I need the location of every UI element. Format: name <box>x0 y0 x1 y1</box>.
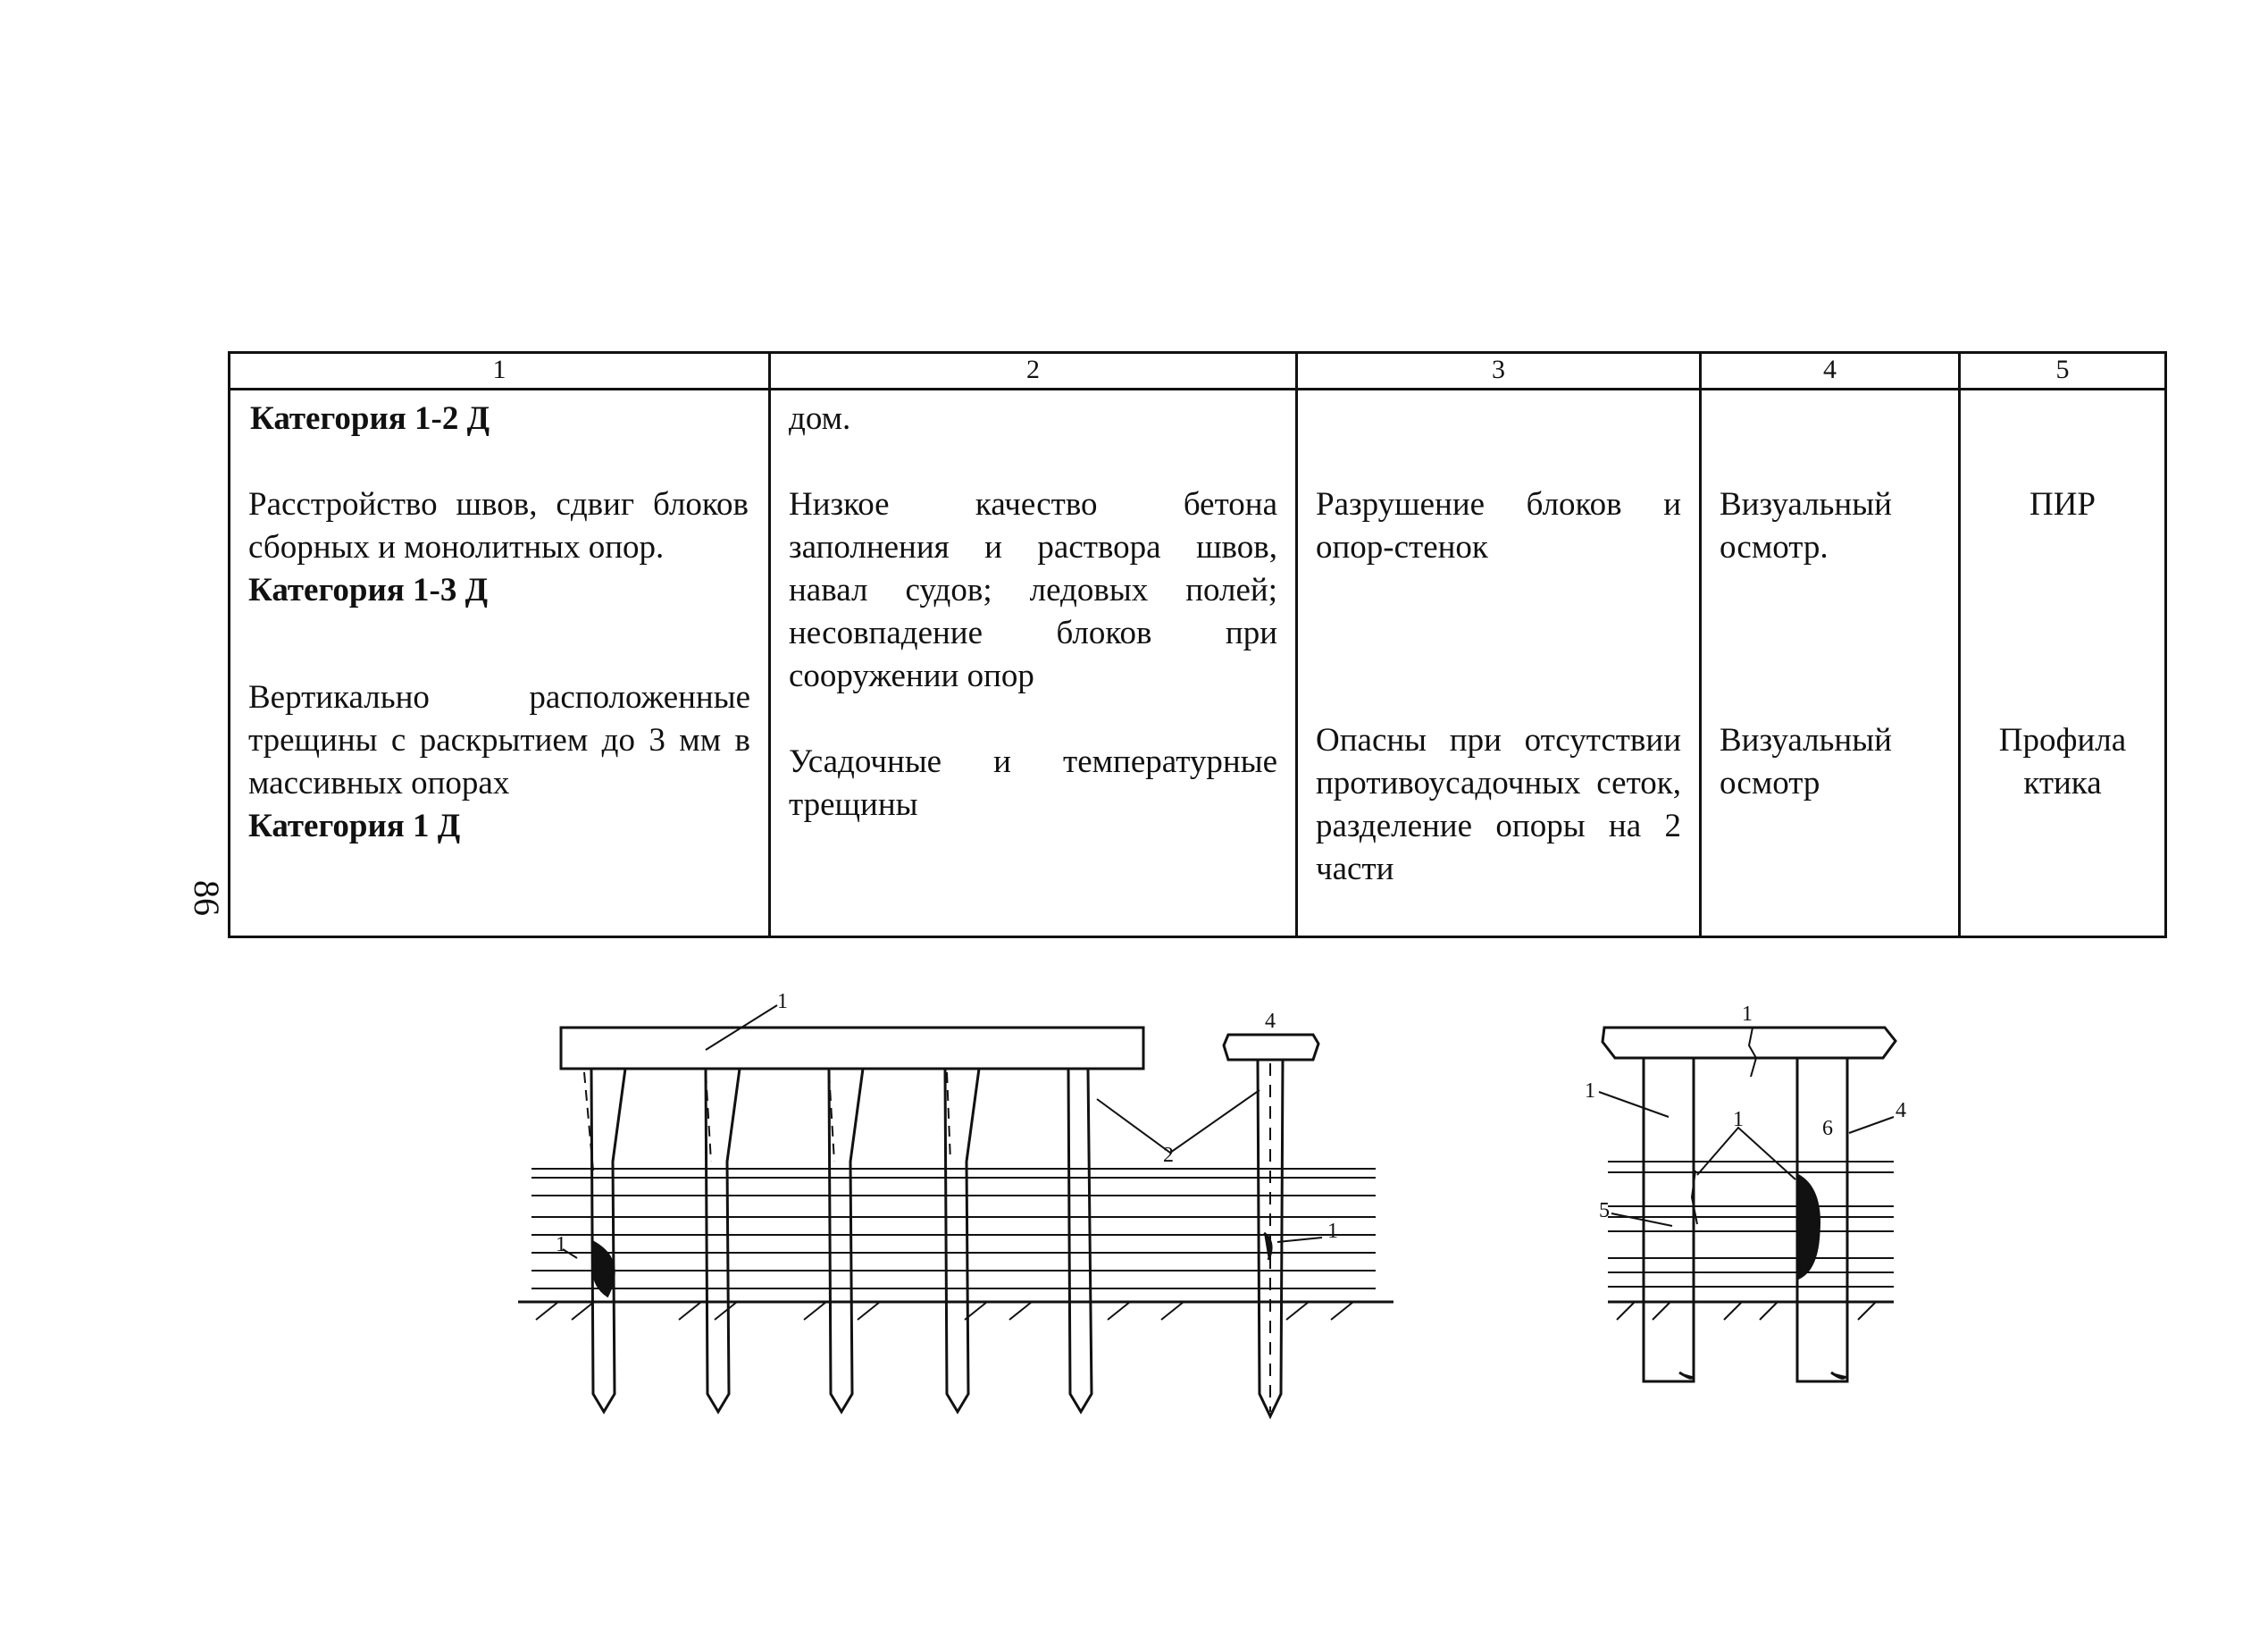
column-header-1: 1 <box>228 351 771 390</box>
cause-description: Усадочные и температурные трещины <box>789 743 1277 823</box>
category-label: Категория 1-2 Д <box>250 400 490 437</box>
callout-label: 1 <box>777 990 788 1013</box>
defects-table: 1 2 3 4 5 Категория 1-2 Д Расстройство ш… <box>228 351 2167 938</box>
callout-label: 4 <box>1265 1010 1276 1033</box>
column-header-2: 2 <box>768 351 1298 390</box>
cell-measure: ПИР Профилактика <box>1958 388 2167 938</box>
column-header-4: 4 <box>1699 351 1961 390</box>
side-pile-cap <box>1222 1033 1320 1062</box>
concrete-damage <box>1795 1172 1820 1280</box>
cell-method: Визуальный осмотр. Визуальный осмотр <box>1699 388 1961 938</box>
category-label: Категория 1 Д <box>248 808 461 844</box>
pile <box>1067 1068 1093 1414</box>
table-row: Категория 1-2 Д Расстройство швов, сдвиг… <box>228 388 2167 938</box>
pile <box>704 1068 741 1414</box>
column-header-3: 3 <box>1295 351 1702 390</box>
pile <box>590 1068 627 1414</box>
measure: ПИР <box>2029 486 2096 523</box>
defect-description: Расстройство швов, сдвиг блоков сборных … <box>248 486 749 566</box>
cap-beam <box>1601 1026 1897 1060</box>
cell-defect: Категория 1-2 Д Расстройство швов, сдвиг… <box>228 388 771 938</box>
callout-label: 6 <box>1822 1117 1833 1140</box>
table-header-row: 1 2 3 4 5 <box>228 351 2167 390</box>
pile <box>827 1068 865 1414</box>
concrete-damage <box>591 1239 615 1298</box>
cap-beam <box>559 1026 1145 1070</box>
callout-label: 1 <box>1733 1108 1744 1131</box>
callout-label: 2 <box>1163 1144 1174 1167</box>
right-pier-drawing: 1 1 1 6 4 5 <box>1585 1003 1906 1383</box>
effect-description: Разрушение блоков и опор-стенок <box>1316 486 1681 566</box>
callout-label: 4 <box>1896 1099 1906 1122</box>
left-pier-drawing: 1 2 1 1 4 <box>518 990 1393 1420</box>
effect-description: Опасны при отсутствии противоусадочных с… <box>1316 722 1681 887</box>
callout-label: 1 <box>1742 1003 1753 1026</box>
side-pile <box>1256 1059 1285 1420</box>
callout-label: 1 <box>1327 1220 1338 1243</box>
cell-cause: дом. Низкое качество бетона заполнения и… <box>768 388 1298 938</box>
defect-description: Вертикально расположенные трещины с раск… <box>248 679 750 802</box>
callout-label: 1 <box>1585 1079 1595 1103</box>
pile <box>943 1068 981 1414</box>
cause-description: Низкое качество бетона заполнения и раст… <box>789 486 1277 694</box>
callout-label: 1 <box>556 1233 566 1256</box>
inspection-method: Визуальный осмотр <box>1720 722 1892 802</box>
pier-column <box>1642 1056 1695 1383</box>
measure: Профилактика <box>1998 722 2127 802</box>
category-label: Категория 1-3 Д <box>248 572 489 608</box>
cell-effect: Разрушение блоков и опор-стенок Опасны п… <box>1295 388 1702 938</box>
column-header-5: 5 <box>1958 351 2167 390</box>
callout-label: 5 <box>1599 1199 1610 1222</box>
continued-text: дом. <box>789 400 851 437</box>
inspection-method: Визуальный осмотр. <box>1720 486 1892 566</box>
